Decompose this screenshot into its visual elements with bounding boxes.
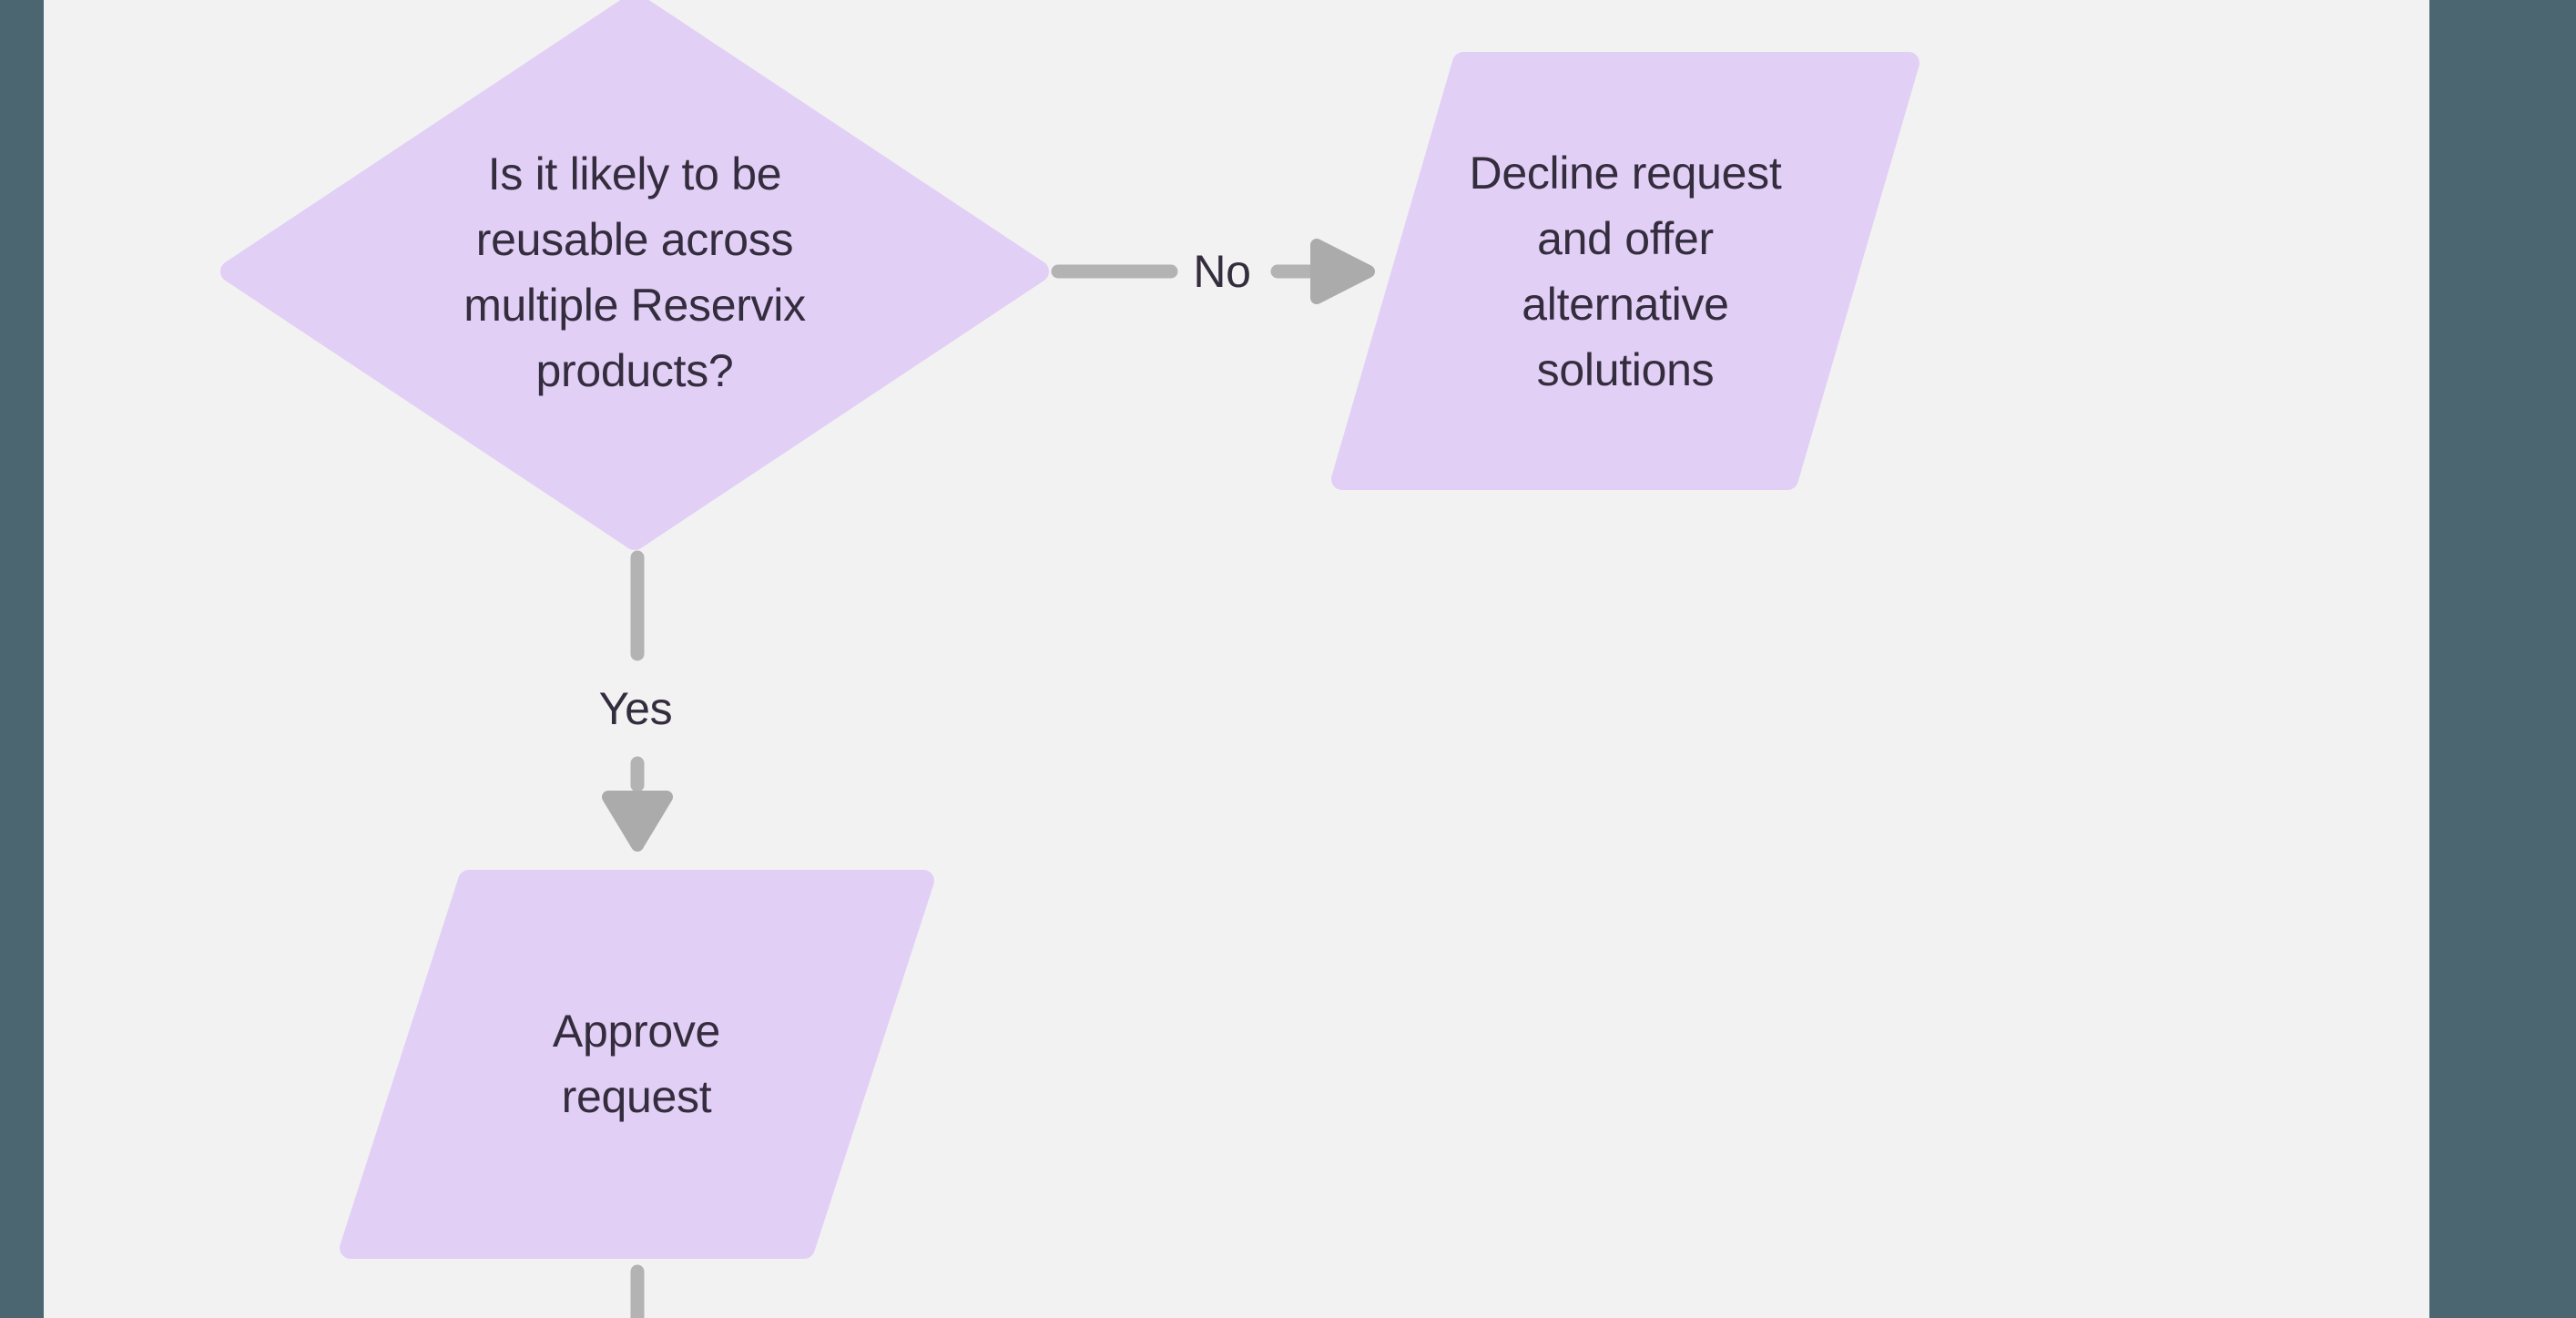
yes-edge-label[interactable]: Yes [598,683,673,734]
approve-parallelogram[interactable] [340,870,934,1259]
left-window-edge-panel [0,0,44,1318]
right-window-edge-panel [2429,0,2576,1318]
decision-node-label[interactable]: Is it likely to be reusable across multi… [463,148,806,396]
approve-node-label[interactable]: Approve request [552,1006,721,1122]
decision-diamond[interactable] [220,0,1049,550]
decline-parallelogram[interactable] [1331,52,1919,490]
no-edge-label[interactable]: No [1193,246,1251,297]
no-edge-arrowhead-icon[interactable] [1310,239,1375,304]
decline-node-label[interactable]: Decline request and offer alternative so… [1469,148,1782,395]
yes-edge-arrowhead-icon[interactable] [602,791,673,852]
